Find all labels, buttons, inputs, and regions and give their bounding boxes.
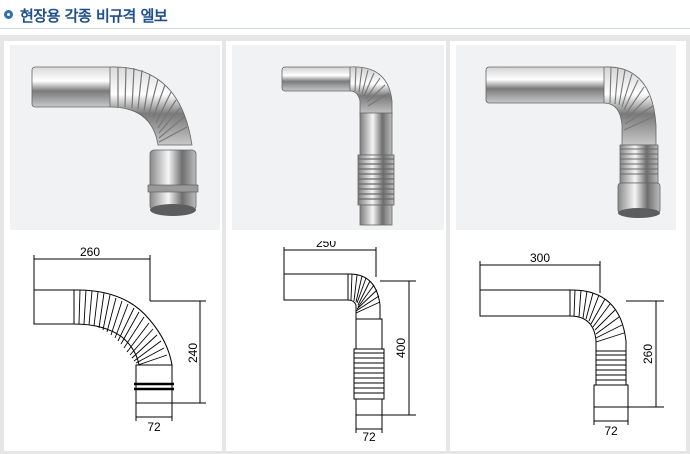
height-dimension-label: 400 <box>394 338 408 358</box>
title-divider <box>0 28 690 29</box>
product-photo-2 <box>232 45 444 230</box>
diameter-dimension-label: 72 <box>362 430 376 444</box>
dimension-drawing-3: 300 260 72 <box>450 241 686 446</box>
dimension-drawing-2: 250 400 72 <box>226 241 446 446</box>
height-dimension-label: 260 <box>641 344 655 364</box>
dimension-drawing-1: 260 240 72 <box>4 241 222 446</box>
product-photo-3 <box>456 45 676 230</box>
diameter-dimension-label: 72 <box>604 424 618 438</box>
product-photo-1 <box>10 45 220 230</box>
width-dimension-label: 260 <box>80 245 100 259</box>
product-card-1: 260 240 72 <box>4 41 222 451</box>
title-bar: 현장용 각종 비규격 엘보 <box>0 0 690 34</box>
width-dimension-label: 250 <box>316 241 336 250</box>
product-card-3: 300 260 72 <box>450 41 686 451</box>
width-dimension-label: 300 <box>530 251 550 265</box>
product-card-2: 250 400 72 <box>226 41 446 451</box>
page-title: 현장용 각종 비규격 엘보 <box>20 7 168 25</box>
circle-bullet-icon <box>4 10 13 19</box>
diameter-dimension-label: 72 <box>147 420 161 434</box>
height-dimension-label: 240 <box>186 343 200 363</box>
